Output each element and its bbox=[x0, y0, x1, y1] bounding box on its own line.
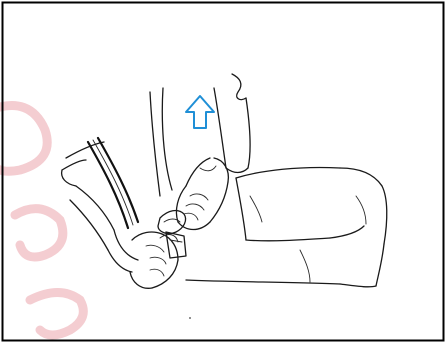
seatbelt-buckle bbox=[166, 232, 186, 258]
stray-mark bbox=[189, 317, 191, 319]
occupant-torso bbox=[150, 74, 250, 196]
right-hand bbox=[176, 158, 228, 230]
up-arrow-icon bbox=[186, 96, 214, 128]
watermark bbox=[0, 106, 83, 336]
occupant-lap bbox=[186, 167, 387, 286]
